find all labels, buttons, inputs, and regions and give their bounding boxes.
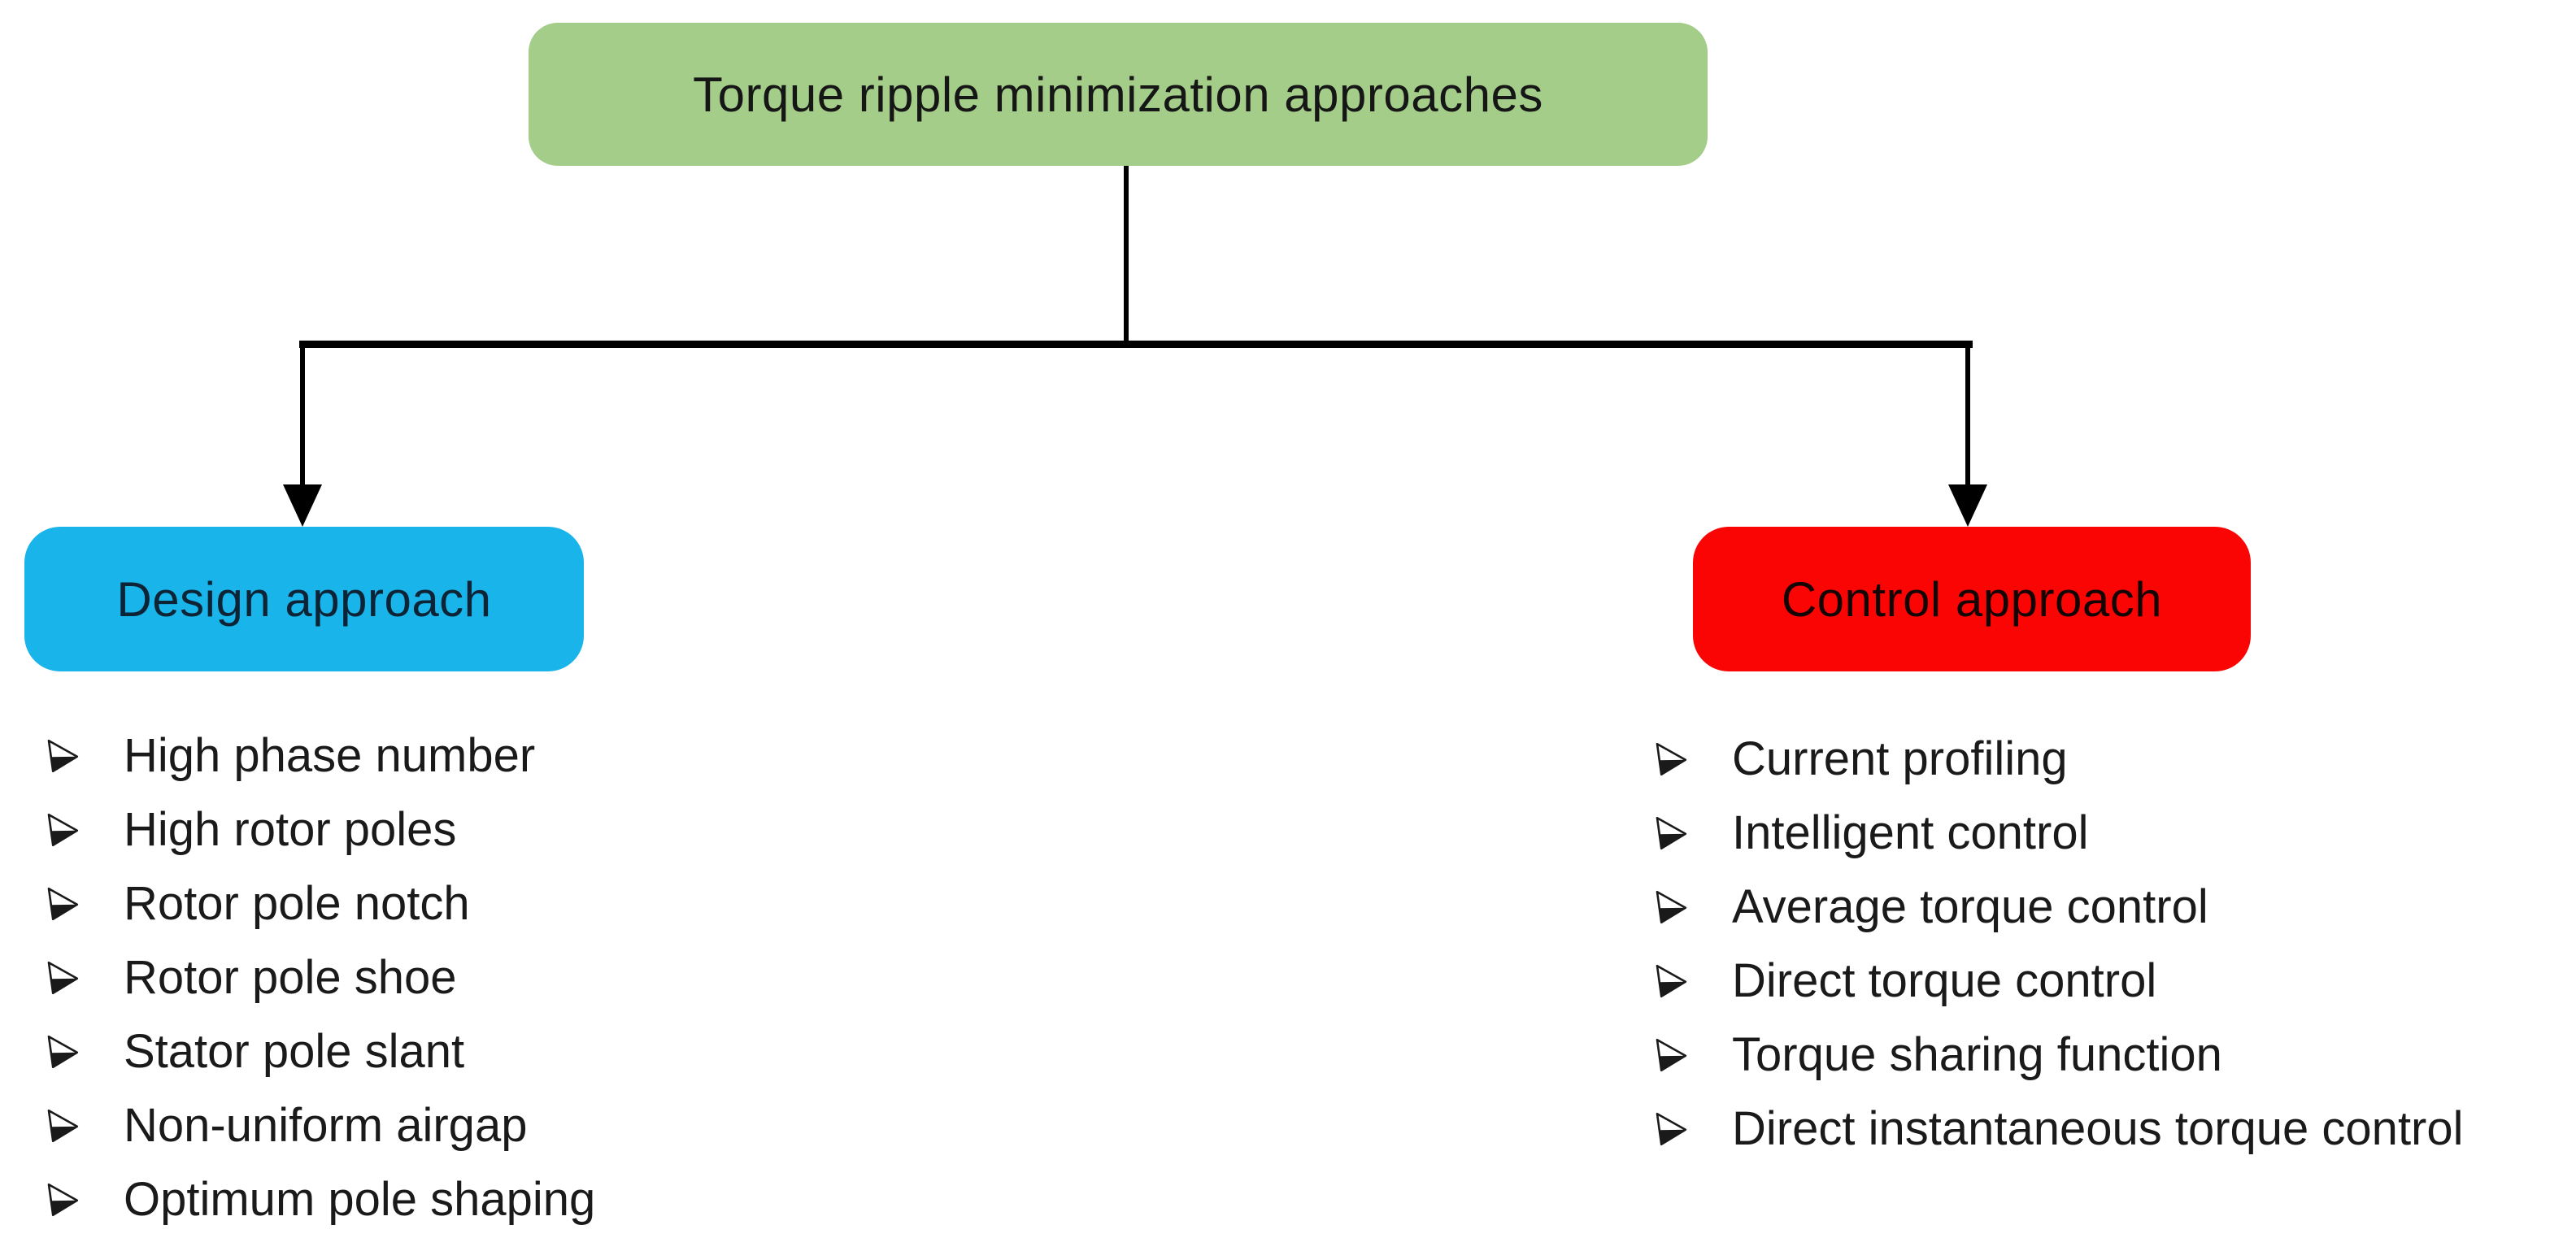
list-item: Direct instantaneous torque control [1651, 1092, 2464, 1166]
arrow-bullet-icon [42, 884, 124, 923]
connector-drop-left [300, 348, 305, 491]
list-item-label: Average torque control [1732, 880, 2208, 933]
list-item: Rotor pole shoe [42, 940, 595, 1014]
list-item-label: High rotor poles [124, 803, 457, 856]
list-item-label: Torque sharing function [1732, 1028, 2222, 1081]
list-item: Rotor pole notch [42, 867, 595, 940]
arrow-bullet-icon [42, 1032, 124, 1071]
control-approach-label: Control approach [1781, 571, 2163, 627]
list-item-label: Non-uniform airgap [124, 1099, 528, 1152]
arrow-bullet-icon [42, 810, 124, 849]
list-item: Current profiling [1651, 722, 2464, 796]
arrow-bullet-icon [1651, 740, 1732, 779]
list-item: Intelligent control [1651, 796, 2464, 870]
root-node-label: Torque ripple minimization approaches [693, 67, 1543, 122]
list-item: High phase number [42, 719, 595, 793]
arrow-bullet-icon [1651, 814, 1732, 853]
arrow-bullet-icon [42, 1180, 124, 1219]
control-approach-list: Current profiling Intelligent control Av… [1651, 722, 2464, 1166]
arrow-bullet-icon [42, 1106, 124, 1145]
list-item: Direct torque control [1651, 944, 2464, 1018]
connector-stem [1124, 166, 1129, 343]
list-item-label: Rotor pole shoe [124, 951, 457, 1004]
list-item-label: Stator pole slant [124, 1025, 465, 1078]
control-approach-node: Control approach [1693, 527, 2251, 671]
arrow-bullet-icon [1651, 888, 1732, 927]
connector-crossbar [299, 341, 1973, 348]
root-node: Torque ripple minimization approaches [529, 23, 1708, 166]
design-approach-label: Design approach [116, 571, 492, 627]
list-item-label: Direct torque control [1732, 954, 2157, 1007]
list-item: Stator pole slant [42, 1014, 595, 1088]
list-item-label: High phase number [124, 729, 536, 782]
arrow-down-icon [1948, 484, 1987, 527]
list-item-label: Optimum pole shaping [124, 1173, 596, 1226]
arrow-bullet-icon [1651, 962, 1732, 1001]
arrow-down-icon [283, 484, 322, 527]
list-item: Optimum pole shaping [42, 1162, 595, 1236]
arrow-bullet-icon [1651, 1110, 1732, 1149]
arrow-bullet-icon [1651, 1036, 1732, 1075]
list-item-label: Direct instantaneous torque control [1732, 1102, 2464, 1155]
list-item: High rotor poles [42, 793, 595, 867]
list-item: Average torque control [1651, 870, 2464, 944]
connector-drop-right [1965, 348, 1970, 491]
list-item: Non-uniform airgap [42, 1088, 595, 1162]
arrow-bullet-icon [42, 736, 124, 775]
arrow-bullet-icon [42, 958, 124, 997]
list-item-label: Rotor pole notch [124, 877, 470, 930]
list-item: Torque sharing function [1651, 1018, 2464, 1092]
list-item-label: Intelligent control [1732, 806, 2089, 859]
design-approach-list: High phase number High rotor poles Rotor… [42, 719, 595, 1236]
list-item-label: Current profiling [1732, 732, 2068, 785]
design-approach-node: Design approach [24, 527, 584, 671]
